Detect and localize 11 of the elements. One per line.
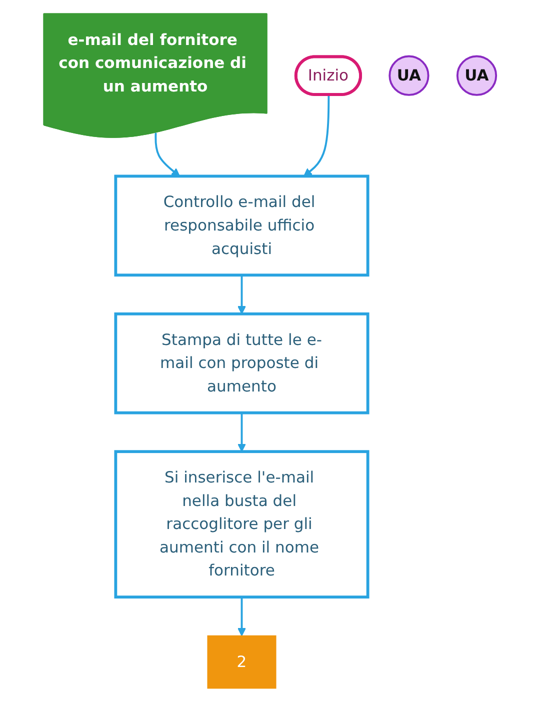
node-circle: UA [456, 55, 498, 96]
node-box: 2 [207, 635, 276, 689]
node-circle: UA [388, 55, 430, 96]
arrow [238, 597, 246, 636]
arrow [154, 132, 180, 177]
node-box: Controllo e-mail del responsabile ufficio acquisti [114, 174, 370, 277]
node-box: Si inserisce l'e-mail nella busta del raccoglitore per gli aumenti con il nome fornitore [114, 450, 370, 599]
node-box: Stampa di tutte le e-mail con proposte di aumento [114, 312, 370, 414]
arrow [238, 412, 246, 452]
arrow [238, 275, 246, 314]
arrow [304, 94, 330, 177]
